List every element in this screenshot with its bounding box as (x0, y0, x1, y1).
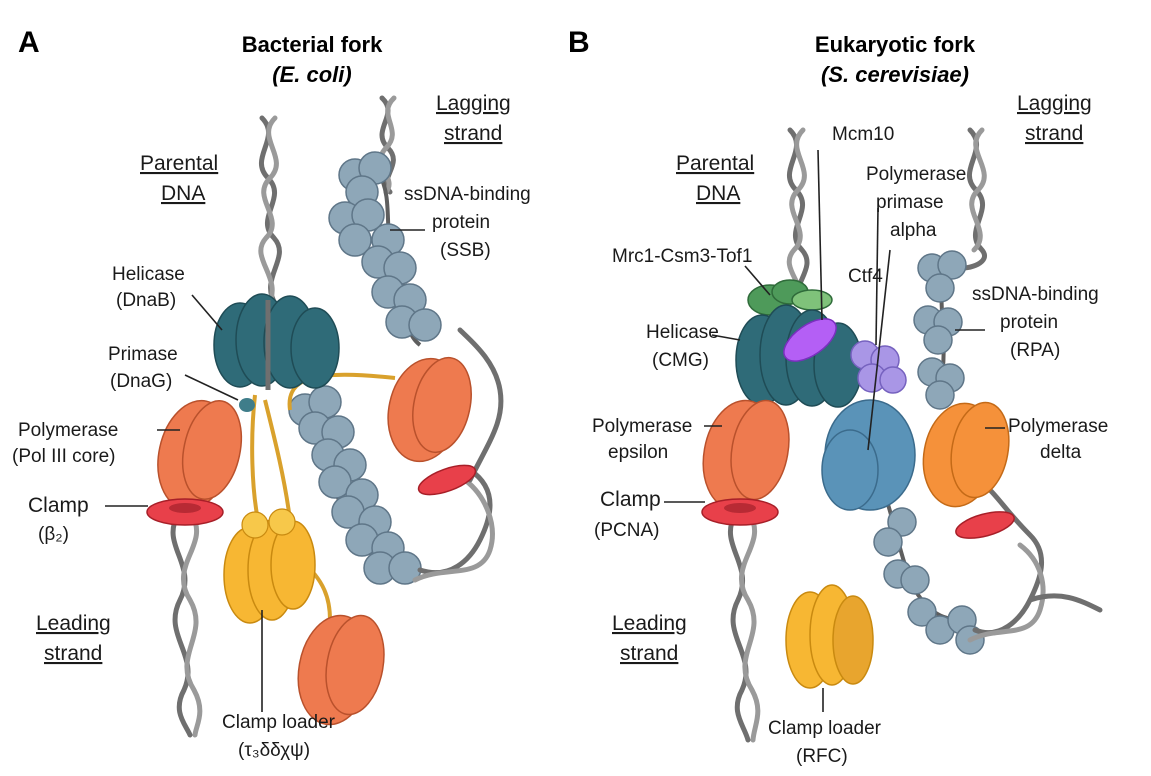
label-mrc: Mrc1-Csm3-Tof1 (612, 246, 752, 267)
label-helicase-a-2: (DnaB) (116, 290, 176, 311)
label-leading-b: Leading (612, 612, 687, 635)
parental-dna-b (786, 127, 810, 308)
leader-lines-a (105, 229, 425, 712)
mcm10-protein (783, 318, 837, 362)
label-ctf4: Ctf4 (848, 266, 883, 287)
helicase-dnab (213, 293, 340, 412)
label-ssb-a-2: protein (432, 212, 490, 233)
rpa-bead (923, 325, 953, 355)
clamp-beta2 (146, 498, 224, 526)
rpa-bead (873, 527, 903, 557)
panel-a-subtitle: (E. coli) (272, 62, 351, 87)
label-mcm10: Mcm10 (832, 124, 894, 145)
rpa-chain-lower (873, 479, 985, 655)
polymerase-free-a (297, 614, 385, 726)
label-clamp-a-2: (β₂) (38, 524, 69, 545)
label-polprim-2: primase (876, 192, 944, 213)
label-helicase-a: Helicase (112, 264, 185, 285)
label-primase: Primase (108, 344, 178, 365)
label-clamp-b: Clamp (600, 488, 661, 511)
leading-dna-a (170, 512, 203, 738)
label-polprim-3: alpha (890, 220, 937, 241)
label-polymerase-a: Polymerase (18, 420, 118, 441)
label-primase-2: (DnaG) (110, 371, 172, 392)
label-loader-b: Clamp loader (768, 718, 882, 739)
ssb-chain-upper-a (328, 151, 442, 347)
label-lagging-a: Lagging (436, 92, 511, 115)
label-clamp-b-2: (PCNA) (594, 520, 659, 541)
lagging-dna-top-b (952, 127, 987, 271)
panel-a-title: Bacterial fork (242, 32, 383, 57)
leader-lines-b (664, 149, 1005, 712)
label-polymerase-a-2: (Pol III core) (12, 446, 115, 467)
polymerase-leading-a (157, 399, 243, 511)
pol-alpha-primase (821, 399, 916, 511)
label-helicase-b: Helicase (646, 322, 719, 343)
rpa-bead (925, 380, 955, 410)
ssb-bead (318, 465, 352, 499)
panel-a-letter: A (18, 26, 40, 59)
label-lagging-b-2: strand (1025, 122, 1083, 145)
lagging-duplex-b (967, 487, 1103, 643)
label-loader-b-2: (RFC) (796, 746, 848, 767)
label-ssb-a: ssDNA-binding (404, 184, 531, 205)
polymerase-delta (922, 401, 1015, 539)
ssb-bead (408, 308, 442, 342)
label-parental-a: Parental (140, 152, 218, 175)
polymerase-lagging-a (387, 356, 477, 496)
primase-dnag (239, 398, 255, 412)
label-parental-b-2: DNA (696, 182, 740, 205)
clamp-loader-a (223, 508, 316, 624)
ssb-bead (338, 223, 372, 257)
label-pole-2: epsilon (608, 442, 668, 463)
panel-b-subtitle: (S. cerevisiae) (821, 62, 969, 87)
clamp-pcna (701, 498, 779, 526)
label-parental-a-2: DNA (161, 182, 205, 205)
panel-a: A Bacterial fork (E. coli) (12, 26, 531, 761)
label-pold-2: delta (1040, 442, 1082, 463)
label-leading-a-2: strand (44, 642, 102, 665)
label-rpa-2: protein (1000, 312, 1058, 333)
panel-b: B Eukaryotic fork (S. cerevisiae) (568, 26, 1108, 767)
panel-b-letter: B (568, 26, 590, 59)
lagging-duplex-a (412, 327, 504, 583)
label-ssb-a-3: (SSB) (440, 240, 491, 261)
rpa-chain-upper (913, 250, 967, 410)
label-loader-a-2: (τ₃δδχψ) (238, 740, 310, 761)
label-clamp-a: Clamp (28, 494, 89, 517)
rpa-bead (900, 565, 930, 595)
rpa-bead (937, 250, 967, 280)
panel-b-title: Eukaryotic fork (815, 32, 976, 57)
rpa-bead (925, 273, 955, 303)
label-pole: Polymerase (592, 416, 692, 437)
label-lagging-a-2: strand (444, 122, 502, 145)
rpa-bead (887, 507, 917, 537)
parental-dna-a (258, 115, 282, 308)
polymerase-epsilon (702, 399, 790, 511)
ssb-chain-lower-a (288, 385, 422, 585)
label-parental-b: Parental (676, 152, 754, 175)
label-rpa: ssDNA-binding (972, 284, 1099, 305)
label-loader-a: Clamp loader (222, 712, 336, 733)
label-rpa-3: (RPA) (1010, 340, 1060, 361)
label-helicase-b-2: (CMG) (652, 350, 709, 371)
rpa-bead (907, 597, 937, 627)
label-leading-a: Leading (36, 612, 111, 635)
label-lagging-b: Lagging (1017, 92, 1092, 115)
label-pold: Polymerase (1008, 416, 1108, 437)
leading-dna-b (727, 512, 761, 743)
clamp-loader-rfc (785, 584, 874, 689)
label-polprim: Polymerase (866, 164, 966, 185)
label-leading-b-2: strand (620, 642, 678, 665)
